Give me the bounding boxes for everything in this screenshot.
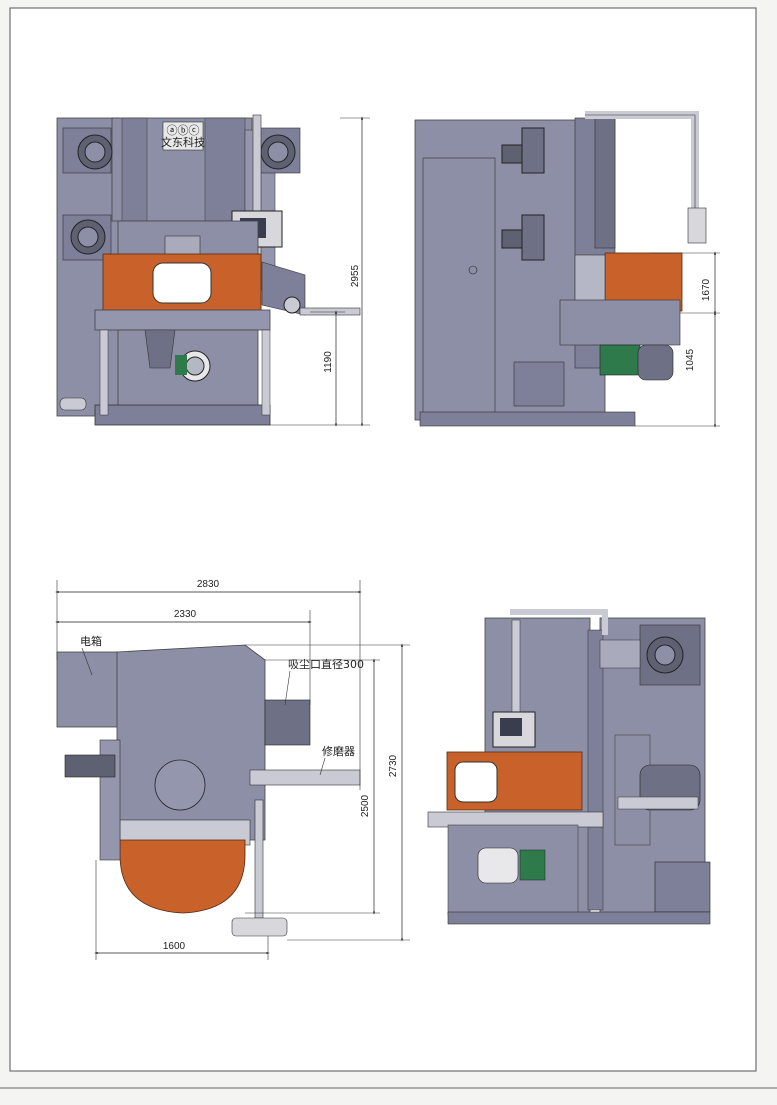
side-dimensions: 1670 1045: [635, 251, 720, 428]
dim-side-lower-height: 1045: [685, 348, 696, 371]
top-view: [56, 644, 361, 937]
front-panel-line1: ⓐⓑⓒ: [167, 124, 200, 137]
dim-side-upper-height: 1670: [701, 278, 712, 301]
top-dimensions: 2830 2330 2730 2500 1600 电箱 吸尘口直径300 修磨器: [55, 579, 410, 960]
front-panel-line2: 文东科技: [161, 135, 205, 149]
dim-top-base-width: 1600: [163, 941, 186, 952]
dim-top-body-depth: 2500: [360, 794, 371, 817]
front-panel-plate: [162, 121, 204, 151]
dim-top-overall-depth: 2730: [388, 754, 399, 777]
front-dimensions: 2955 1190: [270, 116, 370, 427]
side-view: [414, 111, 707, 427]
label-dust-outlet: 吸尘口直径300: [288, 657, 364, 671]
label-electrical-box: 电箱: [80, 634, 102, 648]
top-orange-guard: [119, 839, 246, 914]
front-view: ⓐⓑⓒ 文东科技: [56, 114, 361, 426]
dim-top-overall-width: 2830: [197, 579, 220, 590]
dim-front-overall-height: 2955: [350, 264, 361, 287]
dim-front-table-height: 1190: [323, 351, 334, 373]
dim-top-body-width: 2330: [174, 609, 197, 620]
label-dresser: 修磨器: [322, 744, 355, 758]
isometric-view: [427, 609, 711, 925]
